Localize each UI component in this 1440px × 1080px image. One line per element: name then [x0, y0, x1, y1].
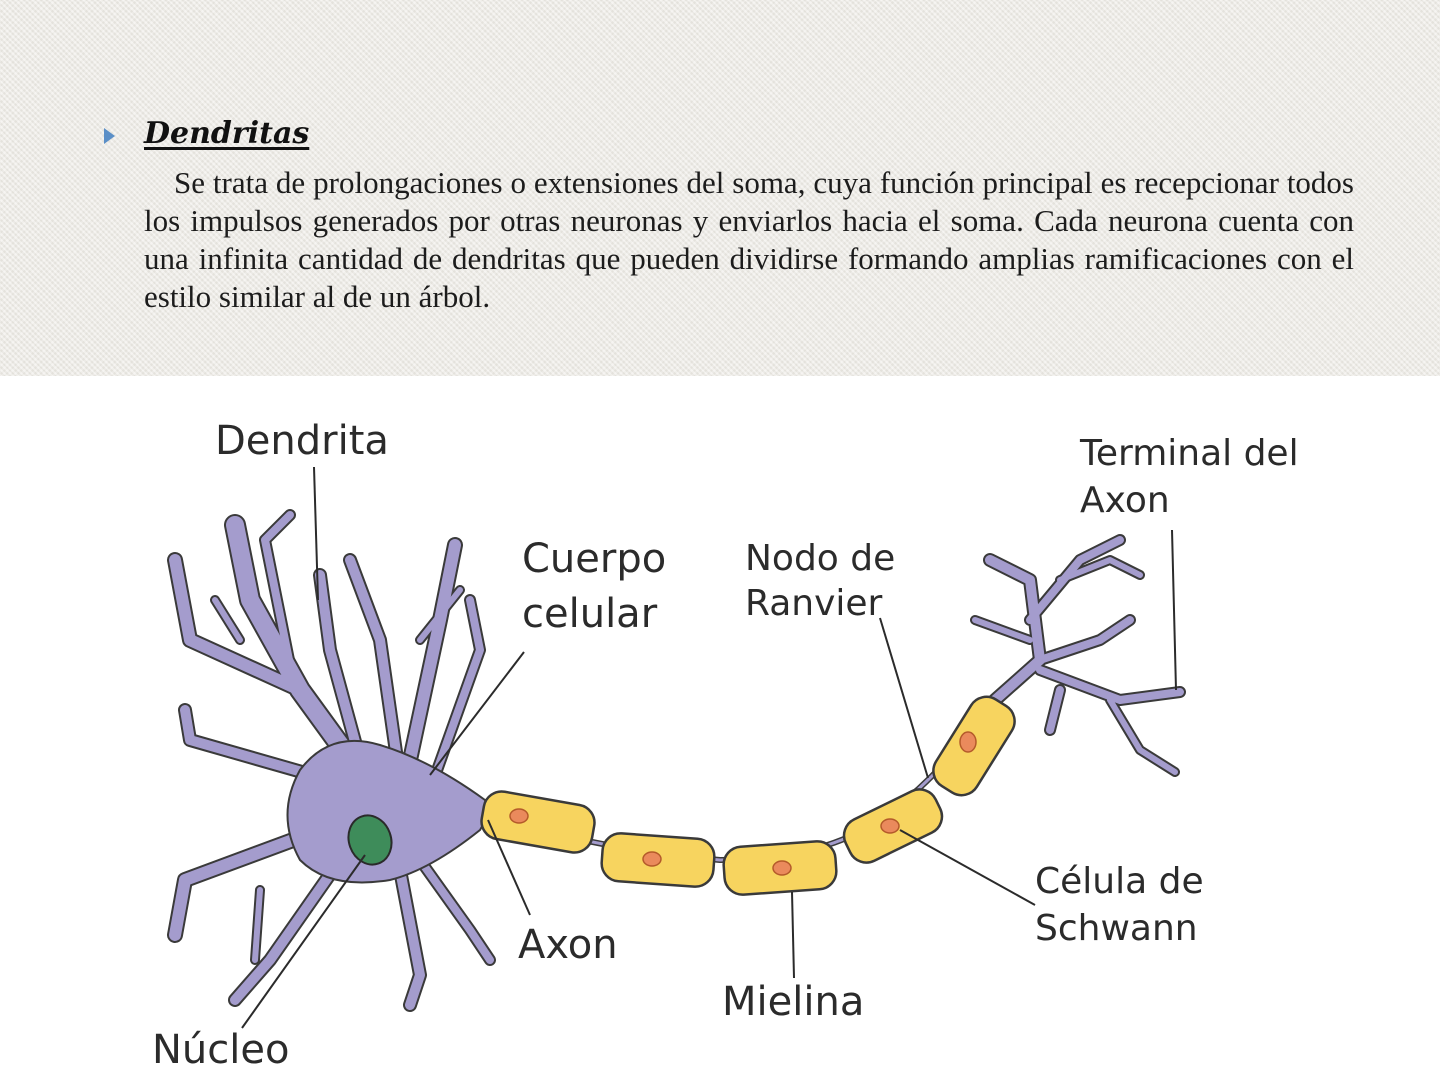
section-heading: Dendritas [144, 116, 310, 151]
label-nodo-line2: Ranvier [745, 583, 883, 624]
label-dendrita: Dendrita [215, 418, 389, 464]
label-terminal-line2: Axon [1080, 480, 1170, 521]
label-axon: Axon [518, 922, 618, 968]
label-nodo-line1: Nodo de [745, 538, 895, 579]
label-cuerpo-line2: celular [522, 591, 658, 637]
label-schwann-line1: Célula de [1035, 861, 1204, 902]
bullet-arrow-icon [104, 128, 115, 144]
section-paragraph: Se trata de prolongaciones o extensiones… [144, 165, 1354, 314]
label-mielina: Mielina [722, 979, 864, 1025]
neuron-diagram: Dendrita Cuerpo celular Nodo de Ranvier … [152, 418, 1299, 1073]
myelin-segments [480, 695, 1016, 896]
text-panel [0, 0, 1440, 376]
label-terminal-line1: Terminal del [1079, 433, 1299, 474]
label-schwann-line2: Schwann [1035, 908, 1198, 949]
pointer-lines [241, 466, 1177, 1029]
label-cuerpo-line1: Cuerpo [522, 536, 666, 582]
schwann-cell [480, 790, 596, 854]
neuron-body [167, 509, 1186, 1012]
label-nucleo: Núcleo [152, 1027, 289, 1073]
nucleus-shape [347, 814, 393, 866]
schwann-nuclei [509, 731, 977, 876]
